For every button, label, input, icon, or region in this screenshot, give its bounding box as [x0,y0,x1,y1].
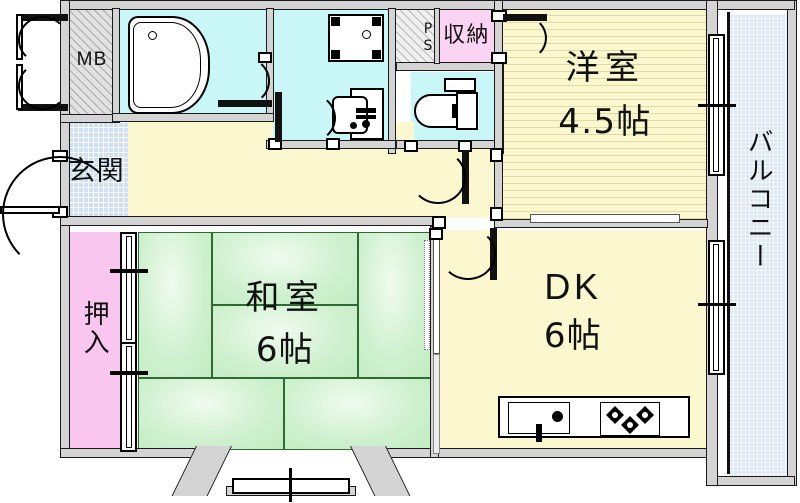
label-entrance: 玄関 [68,156,126,187]
gas-burner-center [642,412,648,418]
room-fill-pipe-shaft [396,8,436,66]
toilet-seat-back [456,92,478,130]
tatami-mat [138,232,212,378]
balcony-door-marker-western [698,104,736,107]
wall-exterior-bottom-right [372,448,717,458]
room-fill-storage [440,8,498,66]
pan-drain-icon [362,30,371,39]
gas-burner-center [627,422,633,428]
western-south-window[interactable] [530,214,680,223]
bath-door-jamb-top [258,52,272,63]
pan-corner [331,50,340,59]
gas-burner-center [612,412,618,418]
room-fill-meter-box [68,8,116,120]
toilet-tank [444,78,476,92]
western-door-jamb-bottom [490,207,503,221]
dk-door-swing-arc [440,228,496,280]
wall-balcony-bottom [715,476,795,486]
wall-exterior-right [787,0,797,486]
vanity-knob [362,120,370,128]
label-japanese-room: 和室 [245,278,325,318]
label-western-size: 4.5帖 [558,102,652,142]
oshiire-slide-marker-lower [110,371,148,375]
room-fill-balcony [729,14,787,476]
vanity-faucet [356,108,376,113]
entrance-door-swing-arc [2,156,118,272]
tatami-mat [284,378,431,450]
balcony-rail-line [727,12,730,474]
label-oshiire: 押入 [79,300,110,358]
toilet-door-jamb-left [404,140,418,152]
pan-corner [372,50,381,59]
bathtub-drain-icon [148,31,157,40]
wall-toilet-top [396,62,504,71]
oshiire-panel-upper[interactable] [126,236,132,340]
bay-window-center-mark [289,468,292,502]
washitsu-dk-jamb-top [429,228,443,240]
washroom-door-jamb-right [326,138,340,150]
pan-corner [372,17,381,26]
storage-door-jamb-bottom [491,52,507,64]
wall-western-left [494,0,503,226]
wall-bath-bottom [112,113,274,122]
tatami-mat [212,305,358,378]
western-door-jamb-top [490,148,503,162]
label-storage: 収納 [443,23,490,48]
label-dk: DK [544,266,602,307]
balcony-door-panel-dk[interactable] [713,244,719,371]
balcony-door-marker-dk [698,303,736,306]
wall-meter-box-bottom [60,114,120,123]
bathtub-inner [133,22,201,108]
wall-ps-right [434,8,440,64]
vanity-faucet-base [356,115,376,119]
room-fill-hallway [128,122,273,218]
meter-box-swing-arc-lower [18,62,68,110]
kitchen-sink-drain-icon [552,411,563,422]
oshiire-slide-marker-upper [110,269,148,273]
toilet-door-swing-arc [410,150,466,204]
tatami-mat [138,378,284,450]
toilet-flush-handle [452,104,458,118]
label-pipe-shaft: PS [420,21,436,55]
label-japanese-size: 6帖 [255,330,315,370]
washitsu-dk-sliding-door-2[interactable] [433,354,440,454]
wall-toilet-bottom [396,140,504,149]
label-dk-size: 6帖 [543,316,603,356]
label-meter-box: MB [76,49,108,70]
washitsu-dk-sliding-door[interactable] [433,236,440,354]
storage-door-leaf[interactable] [503,14,547,21]
washitsu-east-panel[interactable] [424,240,430,350]
tatami-mat [212,232,358,305]
wall-corridor-bottom [60,216,440,226]
vanity-knob [350,122,357,129]
oshiire-panel-lower[interactable] [126,346,132,448]
wall-washroom-right [388,8,396,154]
room-fill-oshiire [68,232,120,450]
tatami-mat [358,232,431,378]
wall-balcony-top [715,0,795,10]
label-balcony: バルコニー [743,128,774,271]
kitchen-faucet [536,424,542,442]
meter-box-swing-arc-upper [18,16,68,64]
washroom-door-leaf[interactable] [275,92,282,142]
pan-corner [331,17,340,26]
label-western-room: 洋室 [565,48,645,88]
